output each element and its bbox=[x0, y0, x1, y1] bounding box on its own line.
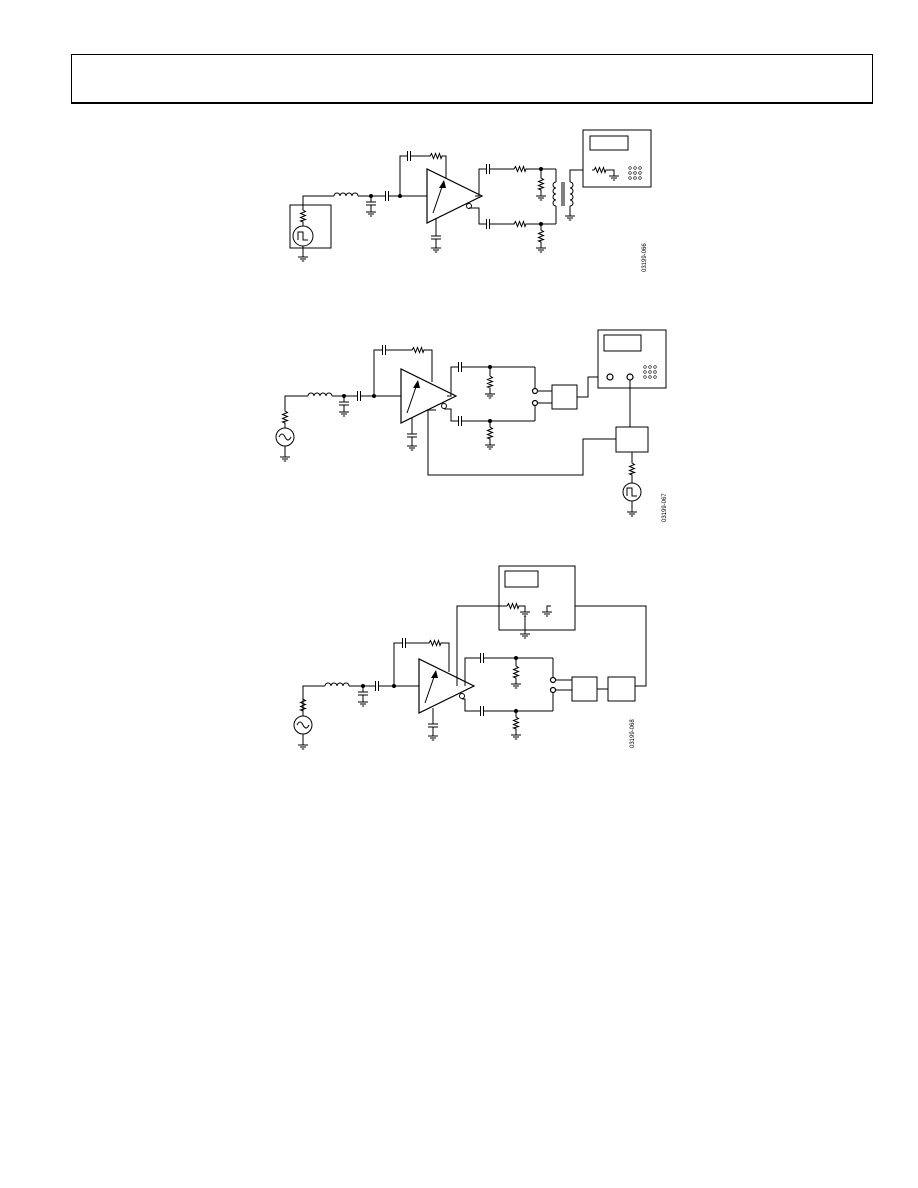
figure-1-circuit: 03199-066 bbox=[289, 129, 652, 272]
amplifier-1 bbox=[426, 168, 484, 224]
filter-block-3 bbox=[607, 676, 636, 702]
input-inductor bbox=[333, 192, 359, 197]
figure-2-code: 03199-067 bbox=[662, 493, 668, 522]
figure-2-circuit: 03199-067 bbox=[275, 329, 668, 522]
analyzer-3-display bbox=[504, 570, 539, 588]
page-header-frame bbox=[71, 54, 873, 104]
balun-block-3 bbox=[571, 676, 598, 702]
oscilloscope-1-display bbox=[589, 135, 629, 151]
figure-3-code: 03199-068 bbox=[630, 719, 636, 748]
amplifier-3 bbox=[418, 658, 476, 714]
figure-1-code: 03199-066 bbox=[642, 243, 648, 272]
analyzer-2-display bbox=[603, 334, 642, 352]
figure-3-circuit: 03199-068 bbox=[293, 565, 647, 750]
splitter-block-2 bbox=[615, 426, 649, 453]
balun-block-2 bbox=[551, 384, 578, 410]
